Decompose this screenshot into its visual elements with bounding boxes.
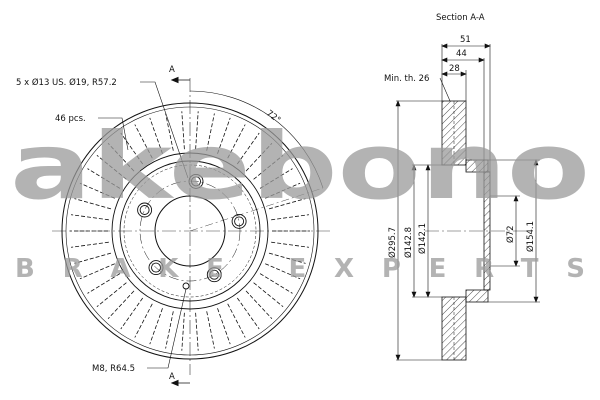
- thread-label: M8, R64.5: [92, 364, 135, 374]
- bolt-hole: [188, 173, 204, 189]
- ventilation-vanes: [70, 111, 310, 351]
- vane-line: [87, 273, 121, 294]
- vane-line: [268, 198, 306, 210]
- vane-line: [181, 111, 185, 150]
- watermark-tagline: BRAKE EXPERTS: [15, 254, 585, 284]
- section-arrow-top-head: [170, 76, 179, 84]
- vane-line: [149, 308, 163, 345]
- vane-line: [236, 132, 260, 165]
- dim-width-hat: 44: [456, 49, 467, 59]
- dim-dia-hat: Ø154.1: [525, 221, 536, 252]
- angle-arc: [189, 90, 324, 189]
- vane-line: [107, 143, 135, 172]
- vane-line: [181, 312, 185, 351]
- bolt-hole: [191, 176, 201, 187]
- vane-line: [265, 182, 301, 199]
- bolt-hole: [148, 260, 164, 276]
- bolt-hole: [209, 269, 220, 280]
- section-arrow-bottom-head: [170, 379, 179, 387]
- vane-line: [245, 290, 273, 319]
- vane-line: [253, 154, 284, 180]
- bolt-hole: [139, 205, 150, 215]
- angle-ray: [189, 187, 324, 232]
- vane-line: [71, 241, 109, 248]
- vane-line: [271, 214, 309, 221]
- vane-line: [74, 252, 112, 264]
- vane-line: [165, 311, 174, 349]
- vane-line: [206, 311, 215, 349]
- vane-line: [271, 241, 309, 248]
- bolt-hole: [231, 213, 247, 229]
- dim-dia-center: Ø72: [505, 225, 516, 243]
- dim-dia-inner-1: Ø142.8: [403, 227, 414, 258]
- dim-dia-outer: Ø295.7: [387, 227, 398, 258]
- dim-width-total: 51: [460, 35, 471, 45]
- bolt-holes: [137, 173, 247, 283]
- vane-line: [236, 297, 260, 330]
- vane-line: [96, 282, 127, 308]
- vane-line: [217, 117, 231, 154]
- section-view: [425, 100, 530, 361]
- holes-label: 5 x Ø13 US. Ø19, R57.2: [16, 77, 117, 88]
- vane-line: [206, 113, 215, 151]
- vane-line: [268, 252, 306, 264]
- vane-line: [245, 143, 273, 172]
- vane-line: [79, 182, 115, 199]
- min-thickness-leader: [439, 77, 451, 102]
- vane-line: [71, 214, 109, 221]
- leader-vents: [98, 117, 129, 151]
- front-view: [52, 76, 330, 387]
- bolt-hole: [234, 216, 245, 227]
- min-thickness-label: Min. th. 26: [384, 74, 429, 84]
- vane-line: [195, 111, 199, 150]
- threaded-hole: [182, 282, 190, 290]
- vane-line: [253, 282, 284, 308]
- section-marker-top: A: [169, 65, 175, 75]
- section-title: Section A-A: [436, 13, 485, 23]
- watermark-brand: akebono: [10, 113, 590, 220]
- bolt-hole: [206, 267, 222, 283]
- vane-line: [74, 198, 112, 210]
- vane-line: [87, 168, 121, 189]
- vane-line: [259, 273, 293, 294]
- vane-line: [120, 132, 144, 165]
- vane-line: [134, 303, 153, 338]
- vane-line: [165, 113, 174, 151]
- section-hat-bottom: [465, 289, 489, 303]
- vane-line: [79, 263, 115, 280]
- section-marker-bottom: A: [169, 372, 175, 382]
- vane-line: [227, 303, 246, 338]
- vane-line: [107, 290, 135, 319]
- leader-holes: [140, 81, 189, 179]
- vane-line: [227, 124, 246, 159]
- vane-line: [149, 117, 163, 154]
- vane-line: [217, 308, 231, 345]
- dim-dia-inner-2: Ø142.1: [417, 223, 428, 254]
- vane-line: [96, 154, 127, 180]
- vane-line: [259, 168, 293, 189]
- leader-thread: [147, 288, 187, 369]
- bolt-hole: [151, 262, 161, 273]
- vane-line: [265, 263, 301, 280]
- width-dimensions: [441, 43, 491, 172]
- vane-line: [134, 124, 153, 159]
- vents-label: 46 pcs.: [55, 114, 86, 124]
- vane-line: [195, 312, 199, 351]
- section-hat-top: [465, 159, 489, 173]
- diameter-dimensions: [395, 100, 540, 361]
- bolt-hole: [137, 202, 153, 218]
- vane-line: [120, 297, 144, 330]
- dim-width-disc: 28: [449, 64, 460, 74]
